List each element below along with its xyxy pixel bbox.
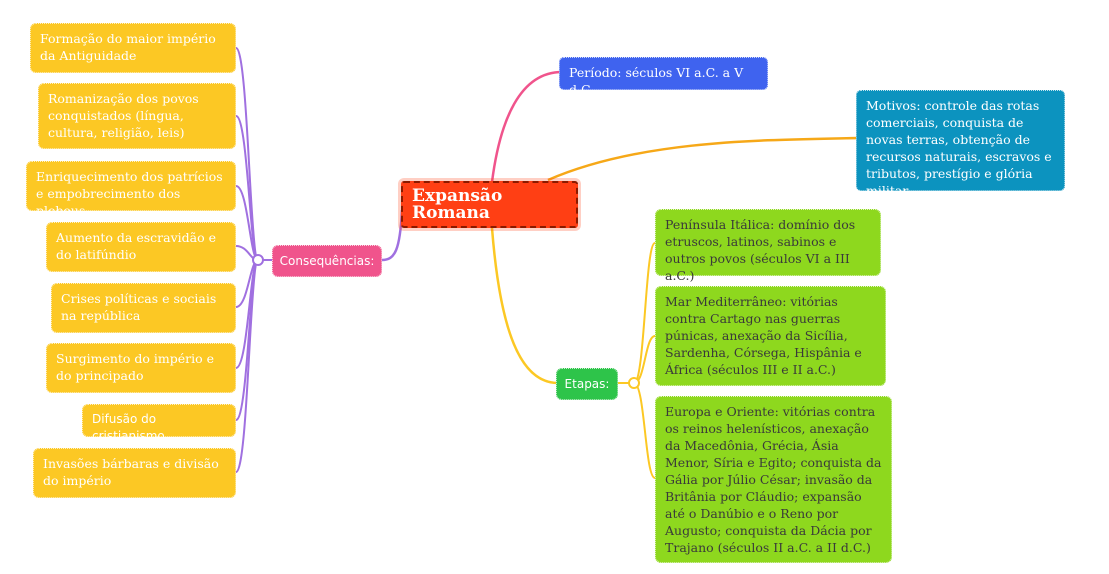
etapas-label: Etapas: <box>564 376 610 391</box>
consequencia-item[interactable]: Crises políticas e sociais na república <box>51 283 236 333</box>
etapa-item[interactable]: Europa e Oriente: vitórias contra os rei… <box>655 396 892 563</box>
periodo-label: Período: séculos VI a.C. a V d.C. <box>569 65 744 97</box>
etapa-item-label: Europa e Oriente: vitórias contra os rei… <box>665 404 882 555</box>
consequencia-item-label: Invasões bárbaras e divisão do império <box>43 456 219 488</box>
consequencia-item-label: Romanização dos povos conquistados (líng… <box>48 91 199 140</box>
consequencia-item-label: Crises políticas e sociais na república <box>61 291 217 323</box>
consequencias-label: Consequências: <box>279 253 375 268</box>
etapa-item-label: Península Itálica: domínio dos etruscos,… <box>665 217 856 283</box>
consequencia-item-label: Difusão do cristianismo <box>92 412 165 443</box>
consequencia-item-label: Enriquecimento dos patrícios e empobreci… <box>36 169 223 218</box>
consequencia-item[interactable]: Formação do maior império da Antiguidade <box>30 23 236 73</box>
etapa-item[interactable]: Mar Mediterrâneo: vitórias contra Cartag… <box>655 286 886 386</box>
central-topic-label: Expansão Romana <box>412 185 503 223</box>
consequencias-node[interactable]: Consequências: <box>272 245 382 277</box>
central-topic[interactable]: Expansão Romana <box>401 181 578 228</box>
consequencia-item[interactable]: Aumento da escravidão e do latifúndio <box>46 222 236 272</box>
consequencia-item[interactable]: Difusão do cristianismo <box>82 404 236 443</box>
etapa-item-label: Mar Mediterrâneo: vitórias contra Cartag… <box>665 294 862 377</box>
periodo-node[interactable]: Período: séculos VI a.C. a V d.C. <box>559 57 768 97</box>
etapas-node[interactable]: Etapas: <box>556 368 618 400</box>
consequencia-item-label: Formação do maior império da Antiguidade <box>40 31 216 63</box>
motivos-label: Motivos: controle das rotas comerciais, … <box>866 98 1052 198</box>
motivos-node[interactable]: Motivos: controle das rotas comerciais, … <box>856 90 1065 198</box>
consequencia-item[interactable]: Romanização dos povos conquistados (líng… <box>38 83 236 149</box>
consequencia-item[interactable]: Surgimento do império e do principado <box>46 343 236 393</box>
consequencia-item-label: Surgimento do império e do principado <box>56 351 215 383</box>
etapa-item[interactable]: Península Itálica: domínio dos etruscos,… <box>655 209 881 283</box>
consequencia-item[interactable]: Enriquecimento dos patrícios e empobreci… <box>26 161 236 218</box>
consequencia-item-label: Aumento da escravidão e do latifúndio <box>56 230 216 262</box>
consequencia-item[interactable]: Invasões bárbaras e divisão do império <box>33 448 236 498</box>
